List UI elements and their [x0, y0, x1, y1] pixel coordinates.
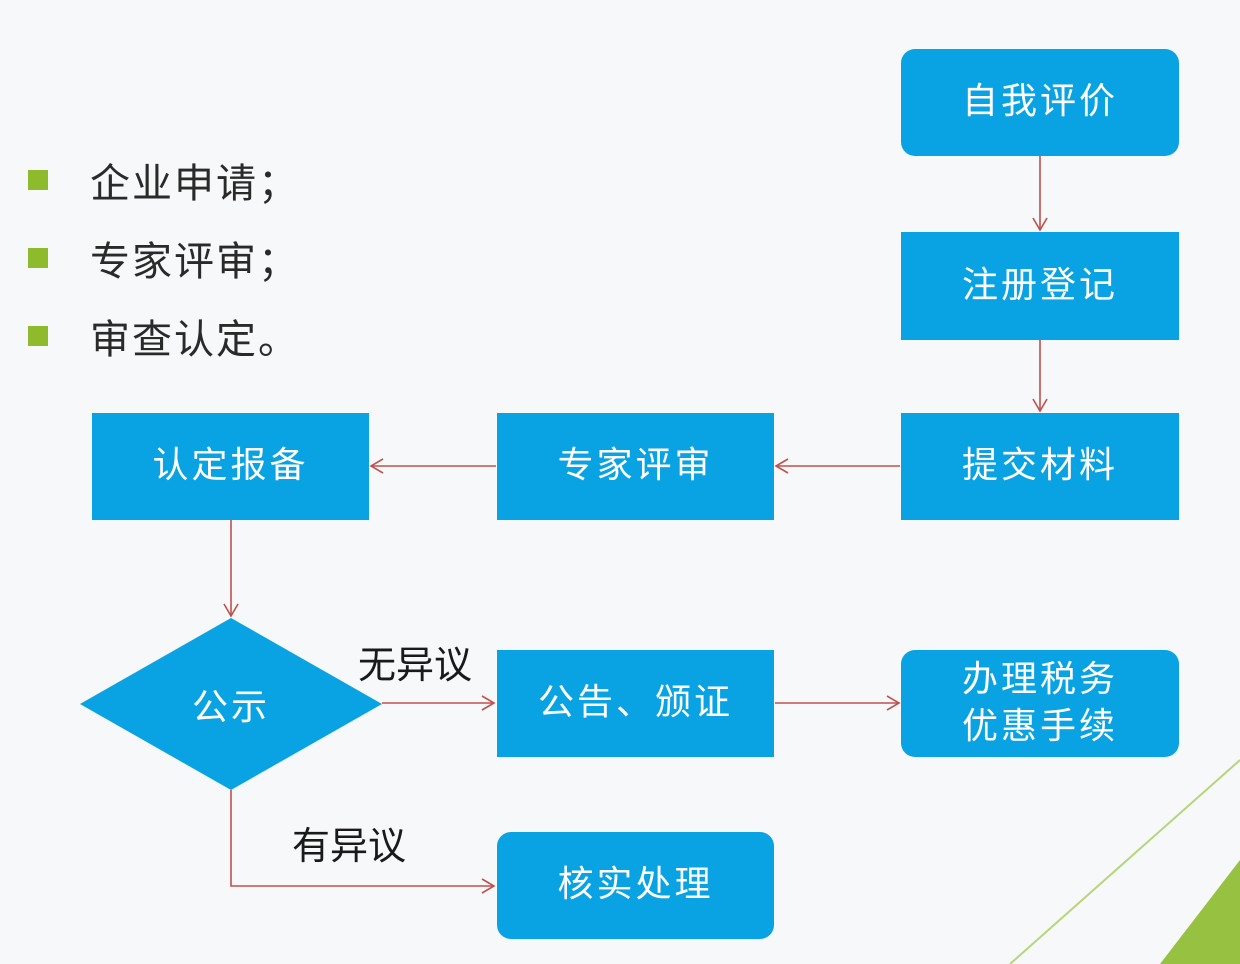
bullet-item: 专家评审；: [28, 228, 300, 288]
node-self-evaluation: 自我评价: [901, 49, 1179, 156]
bullet-square-icon: [28, 248, 48, 268]
node-publicity: 公示: [80, 618, 382, 790]
node-label: 公告、颁证: [537, 682, 733, 724]
bullet-item: 企业申请；: [28, 150, 300, 210]
bullet-text: 企业申请；: [90, 161, 300, 207]
edge-label-no-objection: 无异议: [358, 643, 473, 687]
node-label: 核实处理: [557, 864, 714, 906]
node-label: 自我评价: [961, 81, 1118, 123]
node-report-filing: 认定报备: [92, 413, 369, 520]
bullet-text: 专家评审；: [90, 239, 300, 285]
node-label: 办理税务 优惠手续: [961, 658, 1118, 747]
bullet-item: 审查认定。: [28, 306, 300, 366]
node-label: 认定报备: [152, 445, 309, 487]
node-registration: 注册登记: [901, 232, 1179, 340]
node-announce-certify: 公告、颁证: [497, 650, 774, 757]
node-verify-handle: 核实处理: [497, 832, 774, 939]
node-submit-materials: 提交材料: [901, 413, 1179, 520]
edge-label-objection: 有异议: [292, 824, 407, 868]
node-expert-review: 专家评审: [497, 413, 774, 520]
node-tax-incentive: 办理税务 优惠手续: [901, 650, 1179, 757]
node-label: 专家评审: [557, 445, 714, 487]
publicity-diamond: [80, 618, 382, 790]
node-label: 注册登记: [961, 264, 1118, 306]
node-label: 公示: [191, 687, 270, 728]
bullet-square-icon: [28, 326, 48, 346]
connector-publicity-verify: [230, 790, 496, 894]
bullet-square-icon: [28, 170, 48, 190]
bullet-text: 审查认定。: [90, 317, 300, 363]
node-label: 提交材料: [961, 445, 1118, 487]
